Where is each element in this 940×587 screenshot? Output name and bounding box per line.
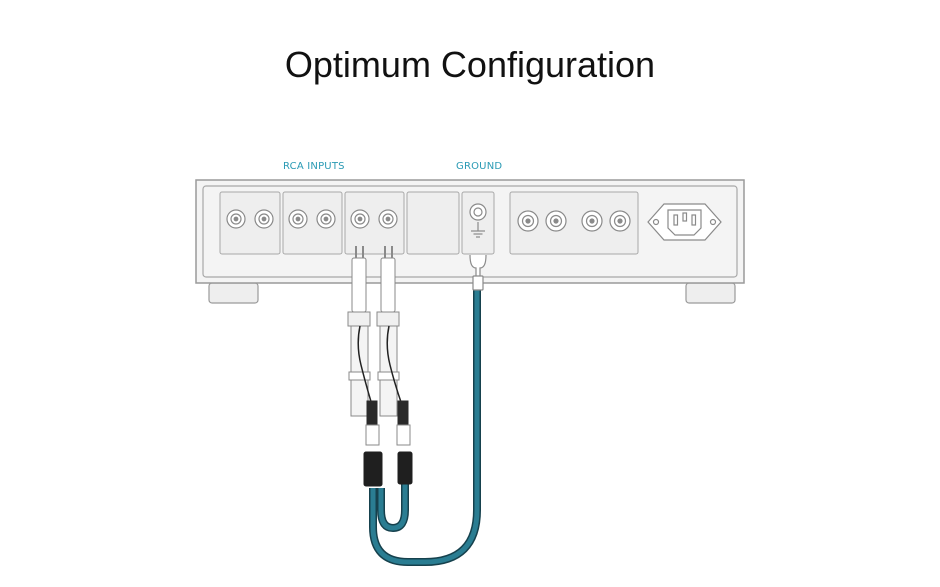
rca-plug-left (347, 246, 383, 487)
page-title: Optimum Configuration (284, 44, 656, 85)
amplifier-rear-panel (195, 179, 745, 284)
iec-power-inlet-icon (647, 203, 722, 241)
output-panel (509, 191, 639, 255)
spade-lug (469, 254, 487, 291)
rca-jack (226, 209, 631, 232)
rca-inputs-label: RCA INPUTS (283, 161, 345, 172)
input-panel-3 (344, 191, 405, 255)
blank-panel (406, 191, 460, 255)
ground-post (469, 203, 487, 221)
input-panel-2 (282, 191, 343, 255)
left-foot (208, 282, 259, 304)
ground-symbol-icon (471, 222, 485, 238)
right-foot (685, 282, 736, 304)
rca-plug-right (376, 246, 413, 485)
ground-label: GROUND (456, 161, 503, 172)
cables (369, 283, 481, 566)
input-panel-1 (219, 191, 281, 255)
